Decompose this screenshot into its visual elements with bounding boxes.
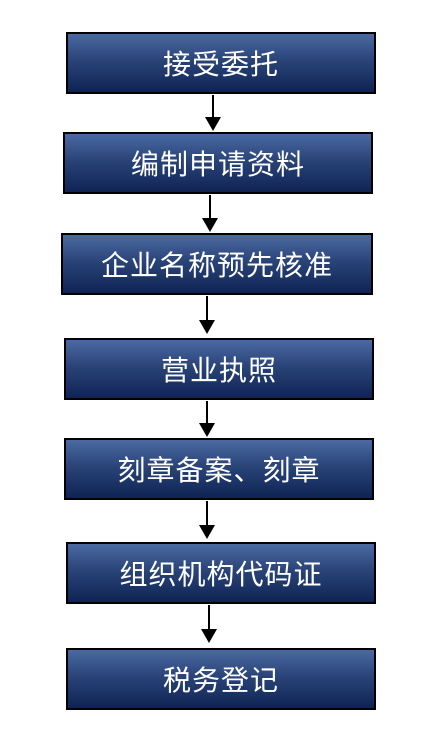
step-label: 企业名称预先核准 [100, 249, 333, 282]
step-accept-commission: 接受委托 [66, 32, 376, 94]
step-prepare-application: 编制申请资料 [63, 132, 373, 194]
step-name-preapproval: 企业名称预先核准 [61, 233, 373, 295]
arrow-down-icon [199, 401, 215, 437]
arrow-down-icon [202, 195, 218, 232]
step-business-license: 营业执照 [64, 338, 374, 400]
step-label: 编制申请资料 [130, 148, 305, 181]
step-label: 营业执照 [160, 354, 277, 387]
arrow-down-icon [205, 95, 221, 131]
step-label: 税务登记 [162, 664, 279, 697]
step-label: 刻章备案、刻章 [117, 454, 321, 487]
step-label: 接受委托 [162, 48, 279, 81]
step-seal-registration: 刻章备案、刻章 [64, 438, 374, 500]
step-label: 组织机构代码证 [119, 558, 323, 591]
arrow-down-icon [199, 501, 215, 539]
arrow-down-icon [201, 605, 217, 643]
step-organization-code: 组织机构代码证 [66, 542, 376, 604]
step-tax-registration: 税务登记 [66, 648, 376, 710]
arrow-down-icon [199, 296, 215, 334]
